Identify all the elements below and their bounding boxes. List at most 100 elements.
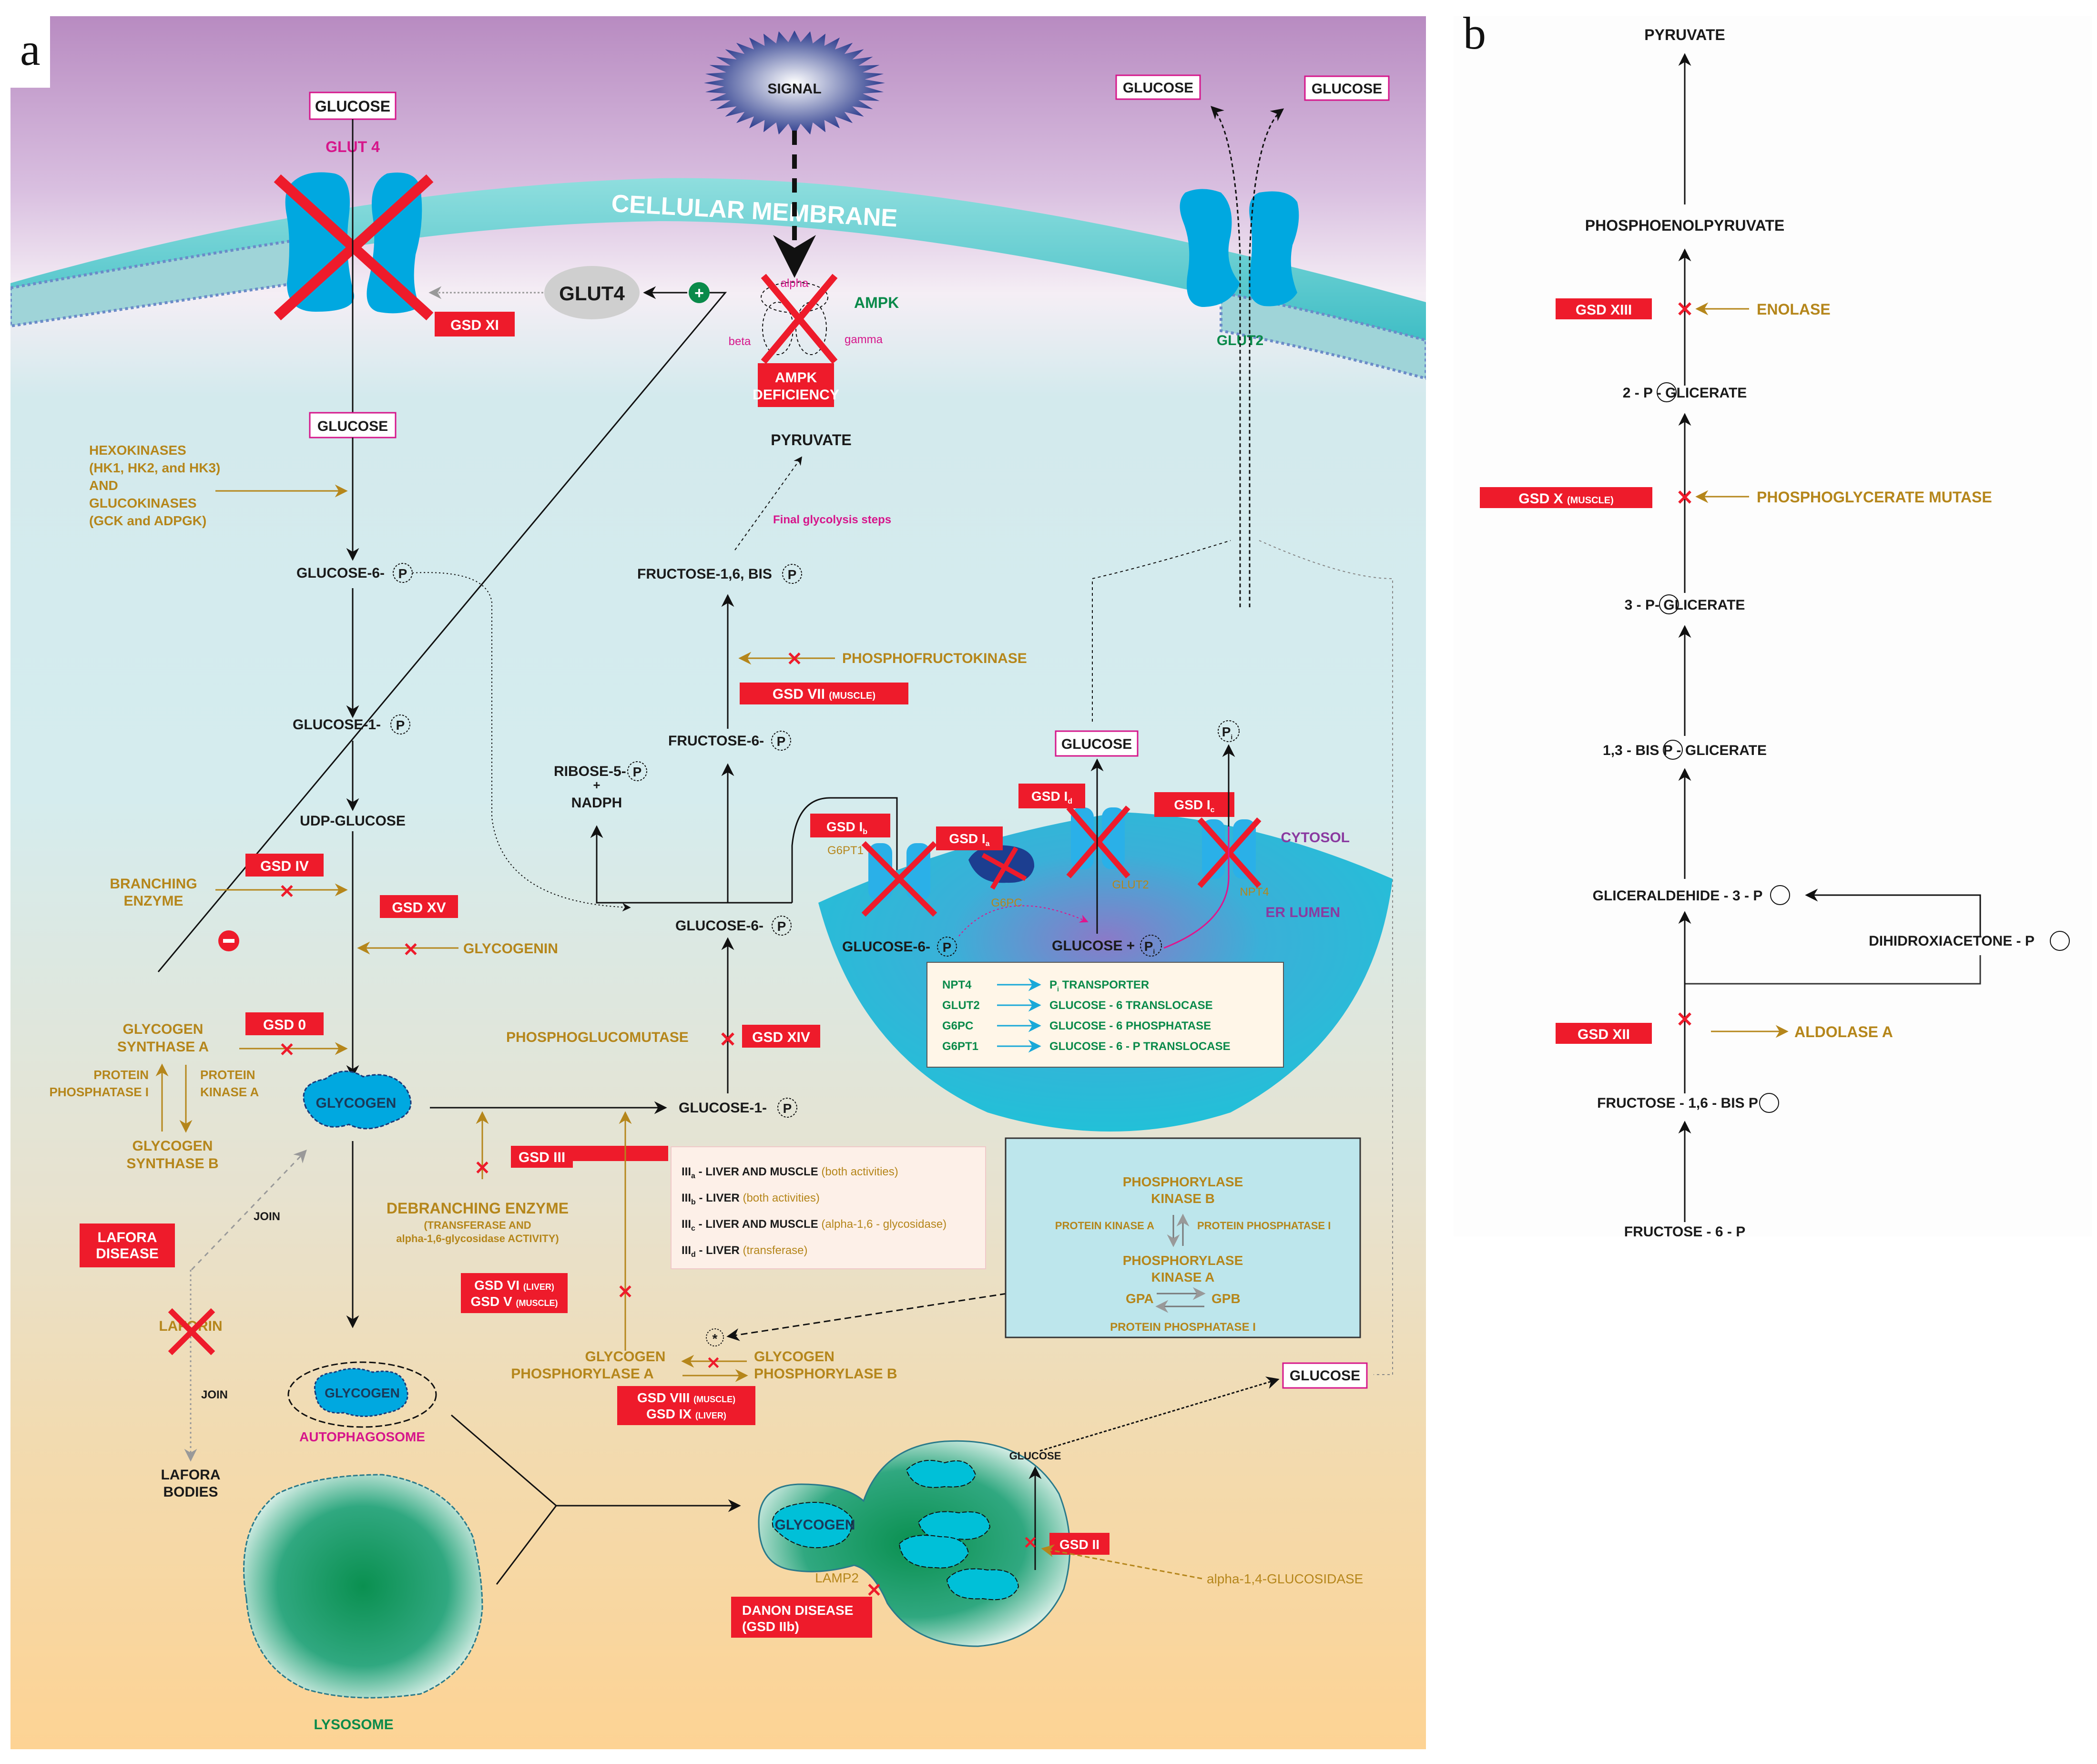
danon-disease-badge bbox=[731, 1597, 872, 1638]
svg-text:GSD II: GSD II bbox=[1059, 1537, 1099, 1552]
gsd-ii-block-x-icon: ✕ bbox=[1023, 1533, 1038, 1552]
join-label-lower: JOIN bbox=[201, 1388, 228, 1401]
glucose-out-left-box bbox=[1115, 74, 1201, 100]
svg-text:PHOSPHOFRUCTOKINASE: PHOSPHOFRUCTOKINASE bbox=[842, 651, 1027, 666]
svg-text:GPB: GPB bbox=[1211, 1291, 1241, 1306]
glucose-1-phosphate-center: GLUCOSE-1- bbox=[679, 1100, 767, 1116]
gsd-xi-badge bbox=[435, 312, 515, 336]
svg-text:PROTEIN KINASE A: PROTEIN KINASE A bbox=[1055, 1220, 1154, 1232]
svg-text:GLYCOGEN: GLYCOGEN bbox=[132, 1138, 213, 1154]
svg-text:GSD VI (LIVER): GSD VI (LIVER) bbox=[474, 1278, 554, 1293]
svg-text:FRUCTOSE - 6 - P: FRUCTOSE - 6 - P bbox=[1624, 1224, 1745, 1236]
gsd-iii-subtype-item: IIIa - LIVER AND MUSCLE (both activities… bbox=[682, 1165, 898, 1180]
svg-text:GSD Ia: GSD Ia bbox=[949, 831, 989, 848]
branching-block-x-icon: ✕ bbox=[279, 881, 295, 902]
final-glycolysis-label: Final glycolysis steps bbox=[773, 513, 891, 526]
asterisk-regulation-marker: * bbox=[713, 1331, 718, 1346]
svg-text:SYNTHASE A: SYNTHASE A bbox=[117, 1039, 209, 1055]
gsd-iii-subtype-item: IIIb - LIVER (both activities) bbox=[682, 1192, 820, 1206]
svg-text:beta: beta bbox=[729, 335, 751, 348]
lysosome-label: LYSOSOME bbox=[314, 1717, 393, 1733]
svg-text:GSD XV: GSD XV bbox=[392, 900, 446, 916]
ampk-complex-crossed bbox=[761, 274, 838, 364]
er-legend-value: Pi TRANSPORTER bbox=[1049, 979, 1149, 993]
gsd-vii-badge bbox=[740, 683, 908, 704]
svg-text:3 - P- GLICERATE: 3 - P- GLICERATE bbox=[1625, 597, 1745, 613]
svg-text:PROTEIN: PROTEIN bbox=[93, 1068, 149, 1082]
svg-text:P: P bbox=[396, 718, 405, 733]
svg-text:GLUCOSE: GLUCOSE bbox=[1009, 1450, 1061, 1462]
glucose-plus-pi: GLUCOSE + bbox=[1052, 938, 1135, 954]
phosphate-circle bbox=[1770, 885, 1790, 905]
pyruvate-b: PYRUVATE bbox=[1644, 26, 1725, 43]
gsd-iii-subtypes-box bbox=[671, 1146, 986, 1269]
svg-text:GSD VII (MUSCLE): GSD VII (MUSCLE) bbox=[773, 686, 875, 702]
glut4-channel-crossed bbox=[274, 172, 434, 321]
svg-text:GLUCOSE: GLUCOSE bbox=[1061, 736, 1132, 752]
svg-text:KINASE B: KINASE B bbox=[1151, 1191, 1215, 1206]
svg-text:GLYCOGEN: GLYCOGEN bbox=[325, 1386, 400, 1400]
cell-membrane bbox=[10, 178, 1426, 350]
svg-text:AND: AND bbox=[89, 478, 118, 493]
gsd-x-badge bbox=[1480, 487, 1652, 508]
svg-text:SYNTHASE B: SYNTHASE B bbox=[126, 1156, 218, 1172]
svg-text:PHOSPHORYLASE B: PHOSPHORYLASE B bbox=[754, 1366, 897, 1382]
svg-text:LAFORA: LAFORA bbox=[161, 1467, 221, 1483]
phosphorylase-block-x-icon: ✕ bbox=[617, 1282, 633, 1303]
svg-text:GSD XIV: GSD XIV bbox=[752, 1030, 810, 1045]
svg-text:(GSD IIb): (GSD IIb) bbox=[742, 1619, 799, 1634]
phosphate-circle bbox=[1659, 594, 1679, 614]
svg-text:GSD Ib: GSD Ib bbox=[826, 819, 867, 836]
er-lumen-label: ER LUMEN bbox=[1265, 905, 1340, 920]
svg-text:P: P bbox=[633, 765, 642, 779]
gsd-iii-subtype-item: IIIc - LIVER AND MUSCLE (alpha-1,6 - gly… bbox=[682, 1218, 947, 1233]
svg-text:GLUCOSE: GLUCOSE bbox=[317, 418, 388, 434]
gsd-iv-badge bbox=[245, 854, 324, 877]
er-legend-key: G6PC bbox=[942, 1020, 973, 1032]
svg-text:Pi: Pi bbox=[1222, 724, 1233, 741]
svg-text:PHOSPHATASE I: PHOSPHATASE I bbox=[49, 1085, 149, 1099]
svg-text:KINASE A: KINASE A bbox=[200, 1085, 259, 1099]
glucose-top-label: GLUCOSE bbox=[315, 98, 390, 115]
glucose-out-right-box bbox=[1304, 75, 1390, 101]
svg-text:GSD Ic: GSD Ic bbox=[1174, 797, 1214, 814]
svg-text:1,3 - BIS P - GLICERATE: 1,3 - BIS P - GLICERATE bbox=[1603, 743, 1767, 758]
svg-text:GSD IV: GSD IV bbox=[260, 858, 309, 874]
gsd-0-badge bbox=[245, 1012, 324, 1035]
svg-text:GLYCOGEN: GLYCOGEN bbox=[754, 1349, 835, 1365]
svg-text:PHOSPHORYLASE: PHOSPHORYLASE bbox=[1123, 1174, 1243, 1189]
enolase-label: ENOLASE bbox=[1757, 301, 1831, 318]
nadph: NADPH bbox=[571, 795, 622, 811]
udp-glucose: UDP-GLUCOSE bbox=[300, 813, 406, 829]
phosphate-circle bbox=[1759, 1093, 1779, 1113]
glut2-er-label: GLUT2 bbox=[1112, 878, 1149, 891]
alpha-glucosidase-label: alpha-1,4-GLUCOSIDASE bbox=[1207, 1571, 1363, 1586]
phosphoglucomutase-label: PHOSPHOGLUCOMUTASE bbox=[506, 1030, 689, 1045]
svg-text:2 - P - GLICERATE: 2 - P - GLICERATE bbox=[1623, 385, 1747, 401]
gsd-ib-badge bbox=[810, 814, 890, 837]
svg-text:alpha-1,6-glycosidase ACTIVITY: alpha-1,6-glycosidase ACTIVITY) bbox=[396, 1233, 559, 1244]
glycogenin-block-x-icon: ✕ bbox=[403, 939, 419, 960]
svg-text:(GCK and ADPGK): (GCK and ADPGK) bbox=[89, 513, 206, 528]
svg-text:ENZYME: ENZYME bbox=[123, 893, 183, 909]
svg-text:DANON DISEASE: DANON DISEASE bbox=[742, 1603, 853, 1618]
gsd-vi-v-badge bbox=[461, 1273, 568, 1313]
svg-text:GSD XIII: GSD XIII bbox=[1576, 302, 1632, 318]
aldolase-block-x-icon: ✕ bbox=[1676, 1008, 1694, 1031]
svg-text:GLYCOGEN: GLYCOGEN bbox=[123, 1021, 204, 1037]
gsd-id-badge bbox=[1018, 784, 1085, 808]
hexokinases-label: HEXOKINASES (HK1, HK2, and HK3) AND GLUC… bbox=[89, 443, 220, 528]
svg-text:GSD VIII (MUSCLE): GSD VIII (MUSCLE) bbox=[637, 1390, 735, 1405]
svg-text:P: P bbox=[783, 1101, 792, 1116]
panel-a-diagram: CELLULAR MEMBRANE GLUCOSE GLUT 4 GSD XI … bbox=[10, 31, 1426, 1733]
svg-text:P: P bbox=[777, 919, 786, 934]
pfk-block-x-icon: ✕ bbox=[786, 649, 803, 670]
phosphoenolpyruvate: PHOSPHOENOLPYRUVATE bbox=[1585, 217, 1784, 234]
svg-text:GLUCOSE: GLUCOSE bbox=[1290, 1368, 1360, 1384]
join-label-upper: JOIN bbox=[254, 1210, 280, 1223]
ampk-label: AMPK bbox=[854, 294, 899, 311]
ribose-5-phosphate: RIBOSE-5- bbox=[554, 764, 626, 779]
svg-text:KINASE A: KINASE A bbox=[1151, 1270, 1215, 1285]
svg-text:GSD III: GSD III bbox=[519, 1150, 565, 1165]
